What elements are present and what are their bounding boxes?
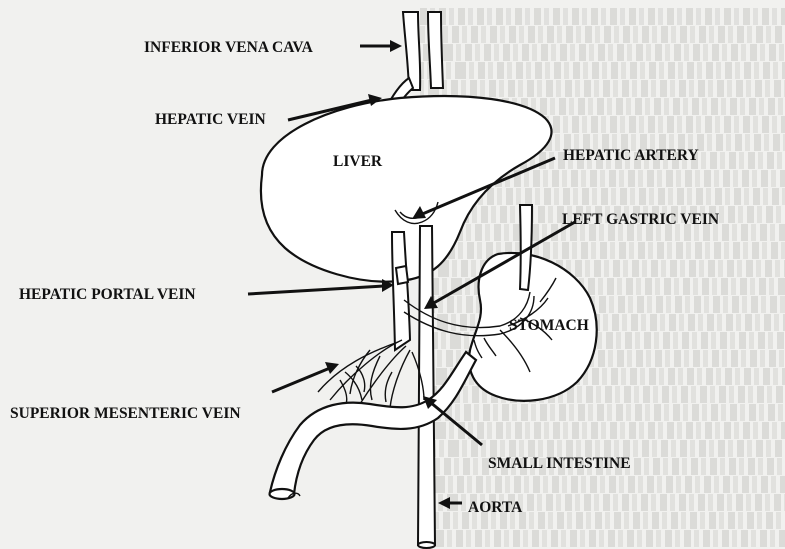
label-hepatic-vein: HEPATIC VEIN bbox=[155, 111, 266, 128]
label-hepatic-portal-vein: HEPATIC PORTAL VEIN bbox=[19, 286, 196, 303]
label-small-intestine: SMALL INTESTINE bbox=[488, 455, 631, 472]
superior-mesenteric-vein-vessel bbox=[318, 340, 424, 408]
inferior-vena-cava-arrow bbox=[360, 40, 402, 52]
label-inferior-vena-cava: INFERIOR VENA CAVA bbox=[144, 39, 314, 56]
label-liver: LIVER bbox=[333, 153, 383, 170]
aorta-vessel bbox=[418, 226, 435, 548]
label-stomach: STOMACH bbox=[509, 317, 589, 334]
label-aorta: AORTA bbox=[468, 499, 523, 516]
label-left-gastric-vein: LEFT GASTRIC VEIN bbox=[562, 211, 719, 228]
label-hepatic-artery: HEPATIC ARTERY bbox=[563, 147, 699, 164]
superior-mesenteric-vein-arrow bbox=[272, 362, 339, 392]
label-superior-mesenteric-vein: SUPERIOR MESENTERIC VEIN bbox=[10, 405, 241, 422]
aorta-arrow bbox=[438, 497, 462, 509]
